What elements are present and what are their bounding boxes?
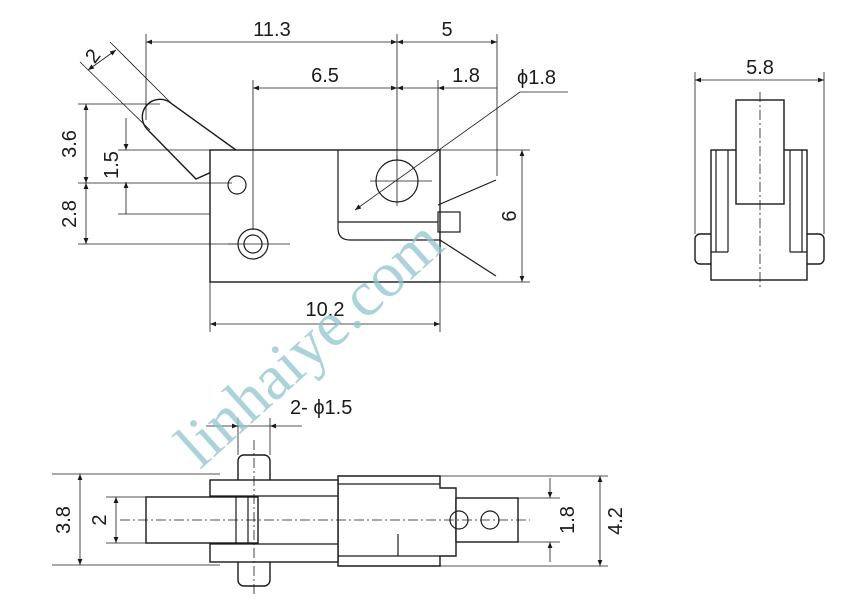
dim-6-5: 6.5 (311, 65, 339, 87)
dim-2-angled: 2 (81, 45, 105, 67)
dim-10-2: 10.2 (306, 299, 345, 321)
dim-2-phi-1-5: 2- ϕ1.5 (290, 397, 352, 419)
dim-1-8-bottom: 1.8 (557, 506, 579, 534)
dim-3-8: 3.8 (53, 506, 75, 534)
dim-2-bottom: 2 (89, 514, 111, 525)
dim-4-2: 4.2 (605, 507, 627, 535)
dim-5: 5 (441, 19, 452, 41)
front-view: 11.3 5 6.5 1.8 ϕ1.8 10.2 2 3.6 1.5 2.8 6 (59, 19, 568, 332)
dim-11-3: 11.3 (253, 19, 290, 41)
dim-1-5: 1.5 (101, 151, 123, 179)
contact-spring-lower (439, 239, 497, 277)
contact-spring-upper (437, 179, 497, 206)
dim-6: 6 (499, 210, 521, 221)
dim-phi-1-8: ϕ1.8 (517, 67, 556, 89)
dim-5-8: 5.8 (746, 57, 774, 79)
dim-3-6: 3.6 (59, 130, 81, 158)
plan-housing-right (337, 475, 457, 567)
terminal-tab (437, 211, 461, 233)
pivot-hole (227, 175, 247, 195)
switch-body (209, 149, 441, 283)
dim-1-8-top: 1.8 (452, 65, 480, 87)
plan-view: 2- ϕ1.5 3.8 2 1.8 4.2 (52, 397, 627, 596)
terminal-cavity (337, 150, 440, 241)
side-view: 5.8 (694, 57, 825, 290)
dim-2-8: 2.8 (59, 200, 81, 228)
